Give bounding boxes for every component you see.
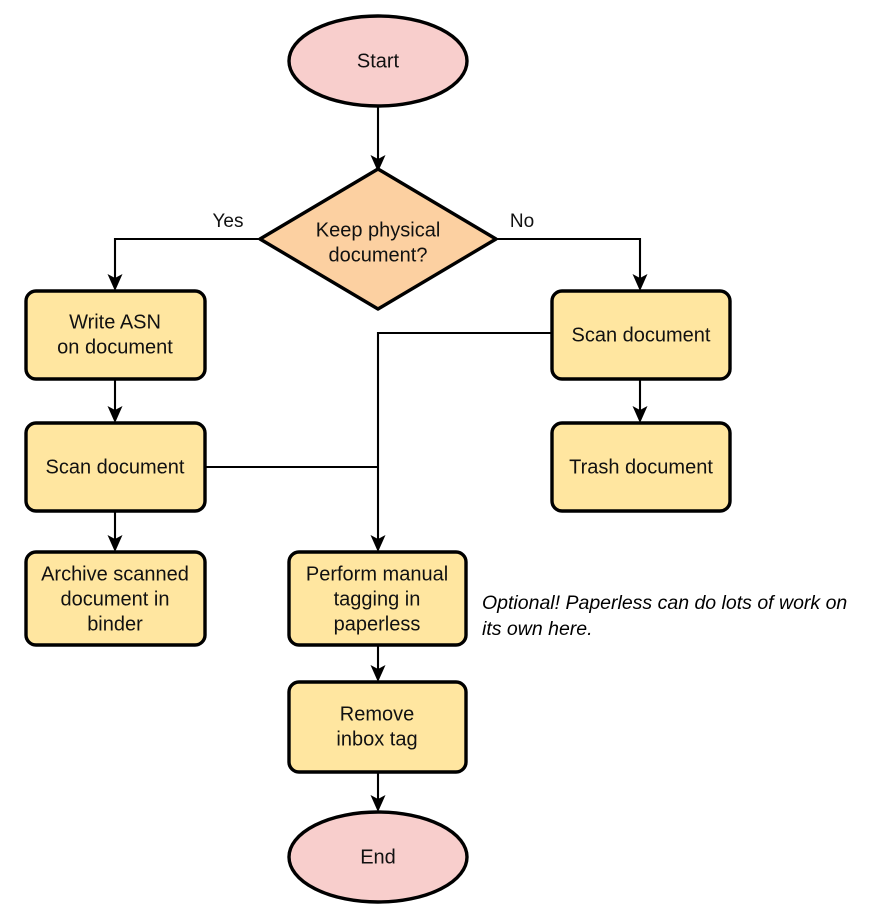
edge-start-to-decision [370,106,386,172]
edges-layer: Yes No [107,106,648,812]
edge-line [113,237,260,281]
node-label-archive-line2: document in [61,588,170,610]
node-label-write-asn-line2: on document [57,336,173,358]
edge-scan-left-to-archive [107,511,123,552]
arrowhead-icon [370,795,386,812]
decision-diamond-shape[interactable] [258,167,498,311]
node-label-keep-physical-document-line2: document? [329,244,428,266]
process-box-shape[interactable] [24,289,207,381]
edge-scan-right-to-trash [632,379,648,423]
arrowhead-icon [632,406,648,423]
arrowhead-icon [107,535,123,552]
node-label-start: Start [357,50,400,72]
node-scan-document-right[interactable]: Scan document [550,289,732,381]
node-remove-inbox-tag[interactable]: Remove inbox tag [287,680,468,774]
edge-line [376,331,552,542]
edge-line [496,237,642,281]
process-box-shape[interactable] [24,550,207,647]
edge-scan-right-to-tagging [370,331,552,552]
process-box-shape[interactable] [550,421,732,513]
node-archive-scanned-document-in-binder[interactable]: Archive scanned document in binder [24,550,207,647]
arrowhead-icon [370,665,386,682]
note-line-1: Optional! Paperless can do lots of work … [482,592,847,614]
end-terminator-shape[interactable] [287,810,469,904]
note-line-2: its own here. [482,618,593,640]
arrowhead-icon [107,274,123,291]
node-label-remove-inbox-tag-line2: inbox tag [336,728,417,750]
node-label-tagging-line2: tagging in [334,588,421,610]
node-label-archive-line3: binder [87,613,143,635]
edge-label-yes: Yes [213,211,244,232]
node-label-archive-line1: Archive scanned [41,563,189,585]
arrowhead-icon [370,535,386,552]
arrowhead-icon [370,155,386,172]
node-label-write-asn-line1: Write ASN [69,311,161,333]
node-label-scan-document-right: Scan document [572,324,711,346]
node-label-trash-document: Trash document [569,456,713,478]
node-start[interactable]: Start [287,14,469,108]
start-terminator-shape[interactable] [287,14,469,108]
process-box-shape[interactable] [287,680,468,774]
nodes-layer: Start Keep physical document? Write ASN … [24,14,732,904]
node-scan-document-left[interactable]: Scan document [24,421,207,513]
node-label-tagging-line1: Perform manual [306,563,448,585]
edge-remove-inbox-tag-to-end [370,772,386,812]
node-label-tagging-line3: paperless [334,613,421,635]
node-label-end: End [360,846,396,868]
edge-decision-no-to-scan-right: No [496,211,648,291]
node-end[interactable]: End [287,810,469,904]
node-keep-physical-document[interactable]: Keep physical document? [258,167,498,311]
node-trash-document[interactable]: Trash document [550,421,732,513]
notes-layer: Optional! Paperless can do lots of work … [482,592,847,640]
edge-tagging-to-remove-inbox-tag [370,645,386,682]
note-optional-paperless: Optional! Paperless can do lots of work … [482,592,847,640]
edge-write-asn-to-scan-left [107,379,123,423]
node-label-remove-inbox-tag-line1: Remove [340,703,414,725]
node-write-asn-on-document[interactable]: Write ASN on document [24,289,207,381]
arrowhead-icon [107,406,123,423]
edge-label-no: No [510,211,534,232]
edge-decision-yes-to-write-asn: Yes [107,211,260,291]
process-box-shape[interactable] [287,550,468,647]
process-box-shape[interactable] [24,421,207,513]
node-perform-manual-tagging-in-paperless[interactable]: Perform manual tagging in paperless [287,550,468,647]
process-box-shape[interactable] [550,289,732,381]
node-label-scan-document-left: Scan document [46,456,185,478]
node-label-keep-physical-document-line1: Keep physical [316,219,441,241]
arrowhead-icon [632,274,648,291]
